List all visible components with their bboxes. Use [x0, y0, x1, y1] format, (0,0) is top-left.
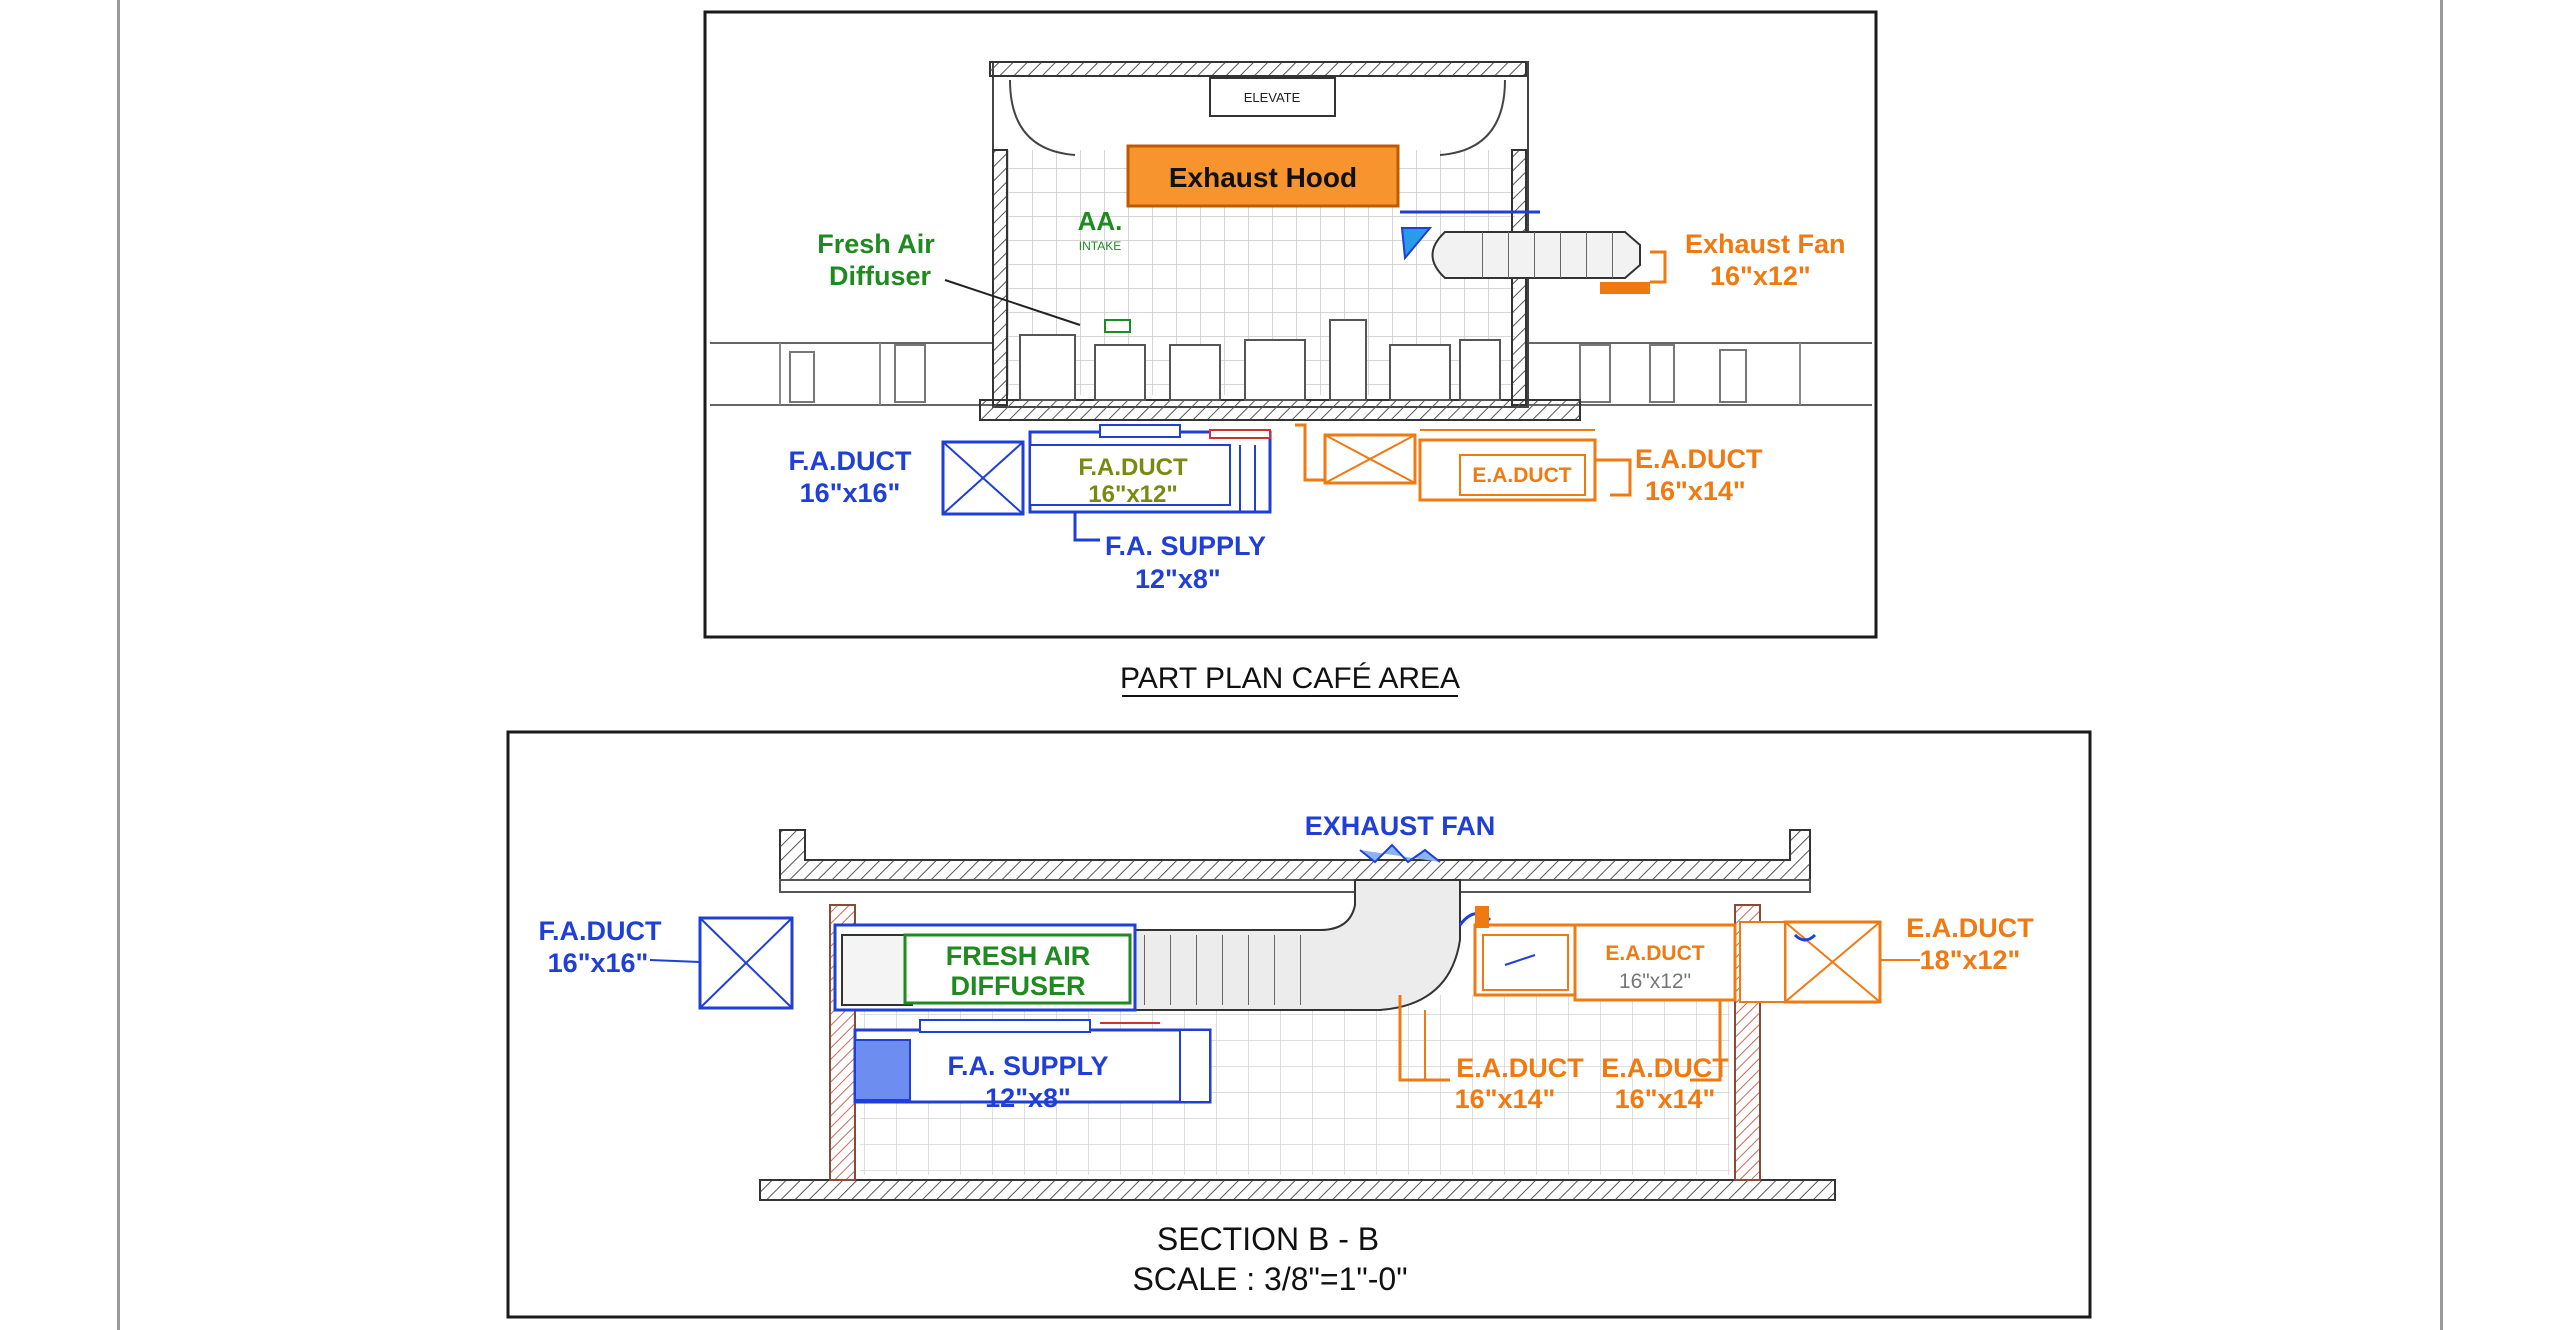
plan-aa-sub: INTAKE: [1079, 239, 1121, 253]
plan-fa-duct-inner-size: 16"x12": [1088, 481, 1178, 508]
section-fresh-air-label-1: FRESH AIR: [946, 941, 1091, 971]
plan-fa-supply-size: 12"x8": [1135, 564, 1221, 594]
section-scale: SCALE : 3/8"=1"-0": [1132, 1261, 1407, 1297]
section-ea-duct-lower-1-label: E.A.DUCT: [1456, 1053, 1584, 1083]
page-border-left: [117, 0, 120, 1330]
section-ea-duct-right-label: E.A.DUCT: [1906, 913, 2034, 943]
section-ea-duct-inner-size: 16"x12": [1619, 970, 1691, 993]
section-ea-duct-lower-1-size: 16"x14": [1455, 1084, 1556, 1114]
section-b-b: EXHAUST FAN F.A.DUCT 16"x16" FRESH AIR D…: [506, 730, 2092, 1319]
fan-damper-icon: [1400, 227, 1433, 261]
section-exhaust-fan-label: EXHAUST FAN: [1305, 811, 1496, 841]
plan-fa-supply-label: F.A. SUPPLY: [1105, 531, 1266, 561]
floor-slab: [759, 1179, 1836, 1201]
section-fa-duct-size: 16"x16": [548, 948, 649, 978]
section-fresh-air-label-2: DIFFUSER: [951, 971, 1086, 1001]
page-border-right: [2440, 0, 2443, 1330]
plan-ea-duct-inner-label: E.A.DUCT: [1472, 464, 1571, 487]
plan-ea-duct-right-label: E.A.DUCT: [1635, 444, 1763, 474]
plan-sign: ELEVATE: [1244, 90, 1301, 105]
exhaust-hood-label: Exhaust Hood: [1169, 162, 1357, 193]
section-ea-duct-inner: [1573, 923, 1737, 1002]
section-ea-duct-right-size: 18"x12": [1920, 945, 2021, 975]
section-fa-duct-label: F.A.DUCT: [539, 916, 662, 946]
section-fa-supply-size: 12"x8": [985, 1083, 1071, 1113]
vent-marker: [1104, 319, 1131, 333]
section-fa-supply-label: F.A. SUPPLY: [947, 1051, 1108, 1081]
section-title: SECTION B - B: [1157, 1221, 1379, 1257]
plan-ea-duct-right-size: 16"x14": [1645, 476, 1746, 506]
section-ea-duct-inner-label: E.A.DUCT: [1605, 942, 1704, 965]
exhaust-fan-icon: [1359, 843, 1441, 864]
plan-fresh-air-label-2: Diffuser: [829, 261, 932, 291]
plan-fa-duct-left-size: 16"x16": [800, 478, 901, 508]
exhaust-fan-bar: [1600, 282, 1650, 294]
plan-title: PART PLAN CAFÉ AREA: [1120, 662, 1460, 695]
plan-fresh-air-label-1: Fresh Air: [817, 229, 935, 259]
plan-aa-tag: AA.: [1078, 206, 1123, 236]
plan-exhaust-fan-label: Exhaust Fan: [1685, 229, 1846, 259]
plan-fa-duct-inner-label: F.A.DUCT: [1078, 454, 1188, 481]
section-ea-duct-lower-2-size: 16"x14": [1615, 1084, 1716, 1114]
plan-fa-duct-left-label: F.A.DUCT: [789, 446, 912, 476]
diffuser-leader: [944, 279, 1081, 326]
section-ea-duct-lower-2-label: E.A.DUCT: [1601, 1053, 1729, 1083]
exhaust-hood: [1126, 144, 1400, 208]
part-plan: ELEVATE Exhaust Hood Exhaust Fan 16"x12"…: [703, 10, 1878, 639]
plan-exhaust-fan-size: 16"x12": [1710, 261, 1811, 291]
